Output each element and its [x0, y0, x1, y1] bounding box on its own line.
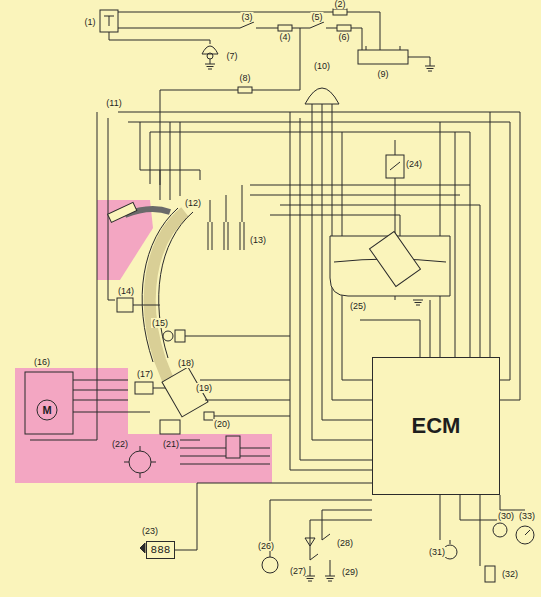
callout-number: (2): [334, 0, 347, 9]
callout-number: (24): [405, 159, 423, 169]
callout-number: (19): [195, 383, 213, 393]
callout-number: (20): [213, 419, 231, 429]
callout-number: (21): [162, 439, 180, 449]
callout-number: (23): [141, 526, 159, 536]
motor-symbol-letter: M: [41, 405, 52, 415]
callout-number: (3): [241, 12, 254, 22]
callout-number: (17): [136, 369, 154, 379]
display-box: 888: [146, 541, 175, 559]
callout-number: (32): [501, 569, 519, 579]
callout-number: (25): [349, 301, 367, 311]
callout-number: (22): [111, 439, 129, 449]
callout-number: (12): [184, 198, 202, 208]
display-digits: 888: [151, 544, 171, 556]
callout-number: (5): [311, 12, 324, 22]
callout-number: (18): [177, 358, 195, 368]
ecm-label: ECM: [412, 413, 461, 439]
callout-number: (30): [497, 511, 515, 521]
callout-number: (13): [249, 235, 267, 245]
callout-number: (7): [226, 51, 239, 61]
callout-number: (6): [338, 32, 351, 42]
callout-number: (10): [313, 61, 331, 71]
callout-number: (14): [117, 286, 135, 296]
callout-number: (16): [33, 357, 51, 367]
callout-number: (28): [336, 538, 354, 548]
callout-number: (11): [105, 98, 122, 108]
callout-number: (27): [289, 566, 307, 576]
callout-number: (4): [279, 32, 292, 42]
callout-number: (1): [84, 17, 97, 27]
ecm-box: ECM: [372, 357, 500, 495]
callout-number: (29): [341, 567, 359, 577]
callout-number: (26): [257, 541, 275, 551]
callout-number: (15): [151, 318, 169, 328]
wire-connector: [175, 483, 372, 550]
callout-number: (8): [239, 73, 252, 83]
callout-number: (31): [428, 547, 446, 557]
callout-number: (9): [377, 69, 390, 79]
callout-number: (33): [518, 511, 536, 521]
